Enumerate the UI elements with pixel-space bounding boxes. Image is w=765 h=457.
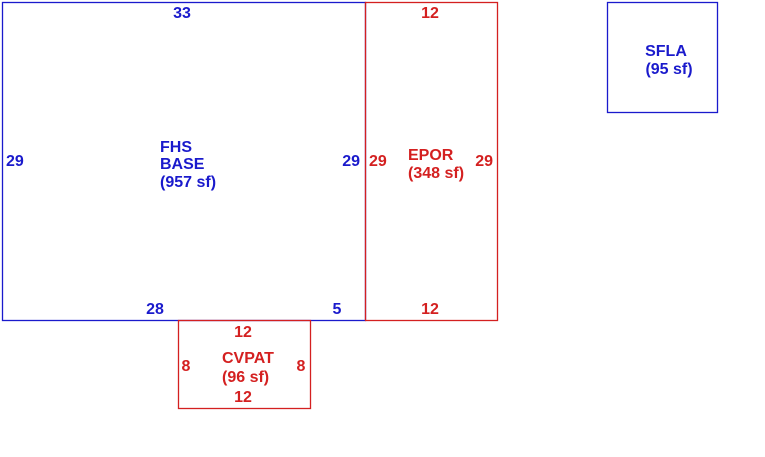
cvpat-name: CVPAT xyxy=(222,350,274,367)
cvpat-area-value: (96 sf) xyxy=(222,369,269,386)
epor-dim-left: 29 xyxy=(369,153,387,170)
epor-dim-bottom: 12 xyxy=(421,301,439,318)
sfla-area-value: (95 sf) xyxy=(645,61,692,78)
cvpat-dim-bottom: 12 xyxy=(234,389,252,406)
cvpat-dim-right: 8 xyxy=(297,358,306,375)
cvpat-outline xyxy=(177,319,312,410)
sfla-area[interactable]: SFLA (95 sf) xyxy=(606,1,719,114)
fhs-base-name-line2: BASE xyxy=(160,156,205,173)
fhs-base-area[interactable]: 33 29 29 28 5 FHS BASE (957 sf) xyxy=(1,1,367,322)
fhs-base-dim-bottom-left: 28 xyxy=(146,301,164,318)
sfla-name: SFLA xyxy=(645,43,687,60)
fhs-base-name-line1: FHS xyxy=(160,139,192,156)
fhs-base-dim-left: 29 xyxy=(6,153,24,170)
epor-area-value: (348 sf) xyxy=(408,165,464,182)
cvpat-area[interactable]: 12 8 8 12 CVPAT (96 sf) xyxy=(177,319,312,410)
fhs-base-dim-top: 33 xyxy=(173,5,191,22)
fhs-base-dim-bottom-right: 5 xyxy=(333,301,342,318)
epor-dim-top: 12 xyxy=(421,5,439,22)
epor-dim-right: 29 xyxy=(475,153,493,170)
fhs-base-area-value: (957 sf) xyxy=(160,174,216,191)
epor-name: EPOR xyxy=(408,147,454,164)
cvpat-dim-left: 8 xyxy=(182,358,191,375)
epor-area[interactable]: 12 29 29 12 EPOR (348 sf) xyxy=(364,1,499,322)
epor-outline xyxy=(364,1,499,322)
fhs-base-dim-right: 29 xyxy=(342,153,360,170)
sfla-outline xyxy=(606,1,719,114)
cvpat-dim-top: 12 xyxy=(234,324,252,341)
